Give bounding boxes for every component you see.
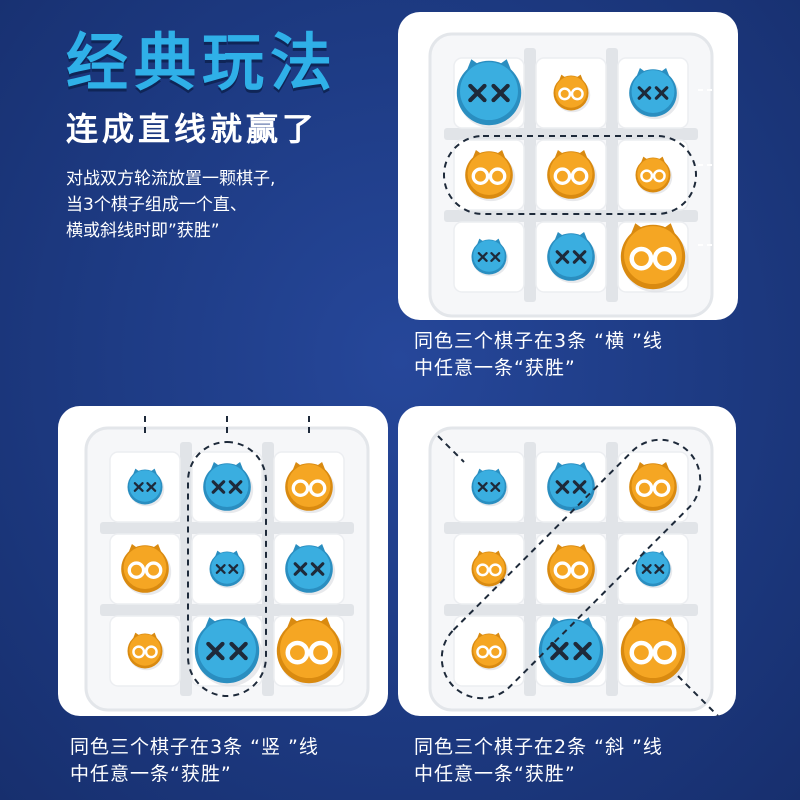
row-guide-lines <box>698 89 720 246</box>
orange-piece <box>276 617 345 687</box>
board-cell <box>617 533 689 605</box>
column-guide-lines <box>144 416 310 436</box>
board-cell <box>109 533 181 605</box>
caption-line: 同色三个棋子在2条 “斜 ”线 <box>414 736 663 758</box>
blue-piece <box>635 550 673 589</box>
rules-description: 对战双方轮流放置一颗棋子, 当3个棋子组成一个直、 横或斜线时即”获胜” <box>66 166 275 244</box>
board-cell <box>453 57 525 129</box>
orange-piece <box>471 632 509 671</box>
page-title: 经典玩法 <box>66 26 339 99</box>
blue-piece <box>547 232 598 284</box>
orange-piece <box>127 632 165 671</box>
caption-line: 中任意一条“获胜” <box>414 763 576 785</box>
win-highlight <box>187 441 267 697</box>
orange-piece <box>547 544 598 596</box>
board-grid <box>100 442 354 696</box>
board-cell <box>109 451 181 523</box>
board-cell <box>617 221 689 293</box>
board-cell <box>453 139 525 211</box>
board-cell <box>109 615 181 687</box>
desc-line: 横或斜线时即”获胜” <box>66 221 220 241</box>
board-cell <box>273 533 345 605</box>
caption-line: 同色三个棋子在3条 “横 ”线 <box>414 330 663 352</box>
orange-piece <box>465 150 516 202</box>
board-cell <box>191 533 263 605</box>
board-cell <box>191 451 263 523</box>
blue-piece <box>285 544 336 596</box>
blue-piece <box>209 550 247 589</box>
blue-piece <box>547 462 598 514</box>
board-cell <box>453 221 525 293</box>
orange-piece <box>121 544 172 596</box>
caption-line: 中任意一条“获胜” <box>70 763 232 785</box>
board-diagonal <box>428 426 719 716</box>
board-cell <box>617 615 689 687</box>
board-cell <box>535 221 607 293</box>
board-horizontal <box>428 32 714 318</box>
board-grid <box>444 442 698 696</box>
board-cell <box>453 451 525 523</box>
board-cell <box>617 139 689 211</box>
orange-piece <box>471 550 509 589</box>
blue-piece <box>471 468 509 507</box>
orange-piece <box>547 150 598 202</box>
blue-piece <box>194 617 263 687</box>
desc-line: 当3个棋子组成一个直、 <box>66 195 247 215</box>
blue-piece <box>127 468 165 507</box>
board-card-horizontal <box>398 12 738 320</box>
board-cell <box>535 533 607 605</box>
board-card-vertical <box>58 406 388 716</box>
diagonal-guide-lines <box>437 435 719 716</box>
board-cell <box>535 57 607 129</box>
orange-piece <box>620 223 689 293</box>
board-cell <box>273 451 345 523</box>
board-cell <box>191 615 263 687</box>
orange-piece <box>553 74 591 113</box>
blue-piece <box>471 238 509 277</box>
caption-vertical: 同色三个棋子在3条 “竖 ”线 中任意一条“获胜” <box>70 734 319 788</box>
caption-line: 中任意一条“获胜” <box>414 357 576 379</box>
win-highlight <box>443 135 697 215</box>
orange-piece <box>285 462 336 514</box>
win-highlight <box>440 438 702 700</box>
desc-line: 对战双方轮流放置一颗棋子, <box>66 169 276 189</box>
caption-horizontal: 同色三个棋子在3条 “横 ”线 中任意一条“获胜” <box>414 328 663 382</box>
board-cell <box>535 139 607 211</box>
board-cell <box>617 451 689 523</box>
board-card-diagonal <box>398 406 736 716</box>
orange-piece <box>620 617 689 687</box>
orange-piece <box>629 462 680 514</box>
board-vertical <box>84 416 370 712</box>
board-cell <box>453 533 525 605</box>
blue-piece <box>203 462 254 514</box>
caption-diagonal: 同色三个棋子在2条 “斜 ”线 中任意一条“获胜” <box>414 734 663 788</box>
blue-piece <box>456 59 525 129</box>
board-cell <box>617 57 689 129</box>
blue-piece <box>629 68 680 120</box>
board-cell <box>453 615 525 687</box>
board-cell <box>535 451 607 523</box>
page-subtitle: 连成直线就赢了 <box>66 110 319 148</box>
board-cell <box>273 615 345 687</box>
caption-line: 同色三个棋子在3条 “竖 ”线 <box>70 736 319 758</box>
orange-piece <box>635 156 673 195</box>
